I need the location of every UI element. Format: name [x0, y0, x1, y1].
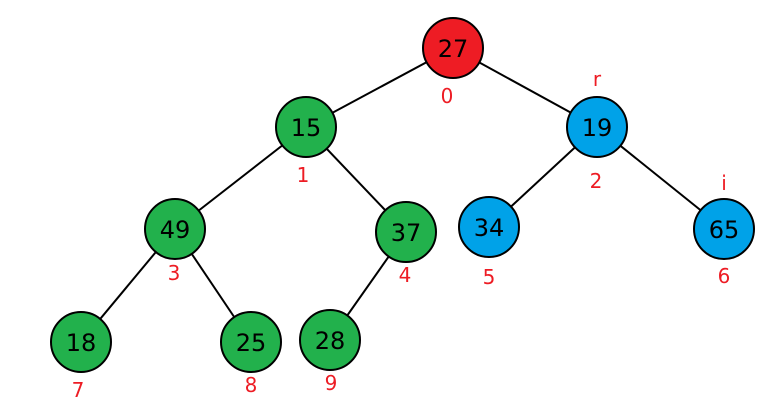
node-4: 37 4 [375, 201, 437, 287]
node-index-label: 0 [441, 84, 454, 108]
node-value: 27 [438, 35, 469, 63]
node-8: 25 8 [220, 311, 282, 397]
node-value: 25 [236, 329, 267, 357]
node-9: 28 9 [299, 309, 361, 395]
node-value: 28 [315, 327, 346, 355]
node-7: 18 7 [50, 311, 112, 402]
node-circle [220, 311, 282, 373]
node-index-label: 7 [72, 378, 85, 402]
node-index-label: 8 [245, 373, 258, 397]
node-circle [693, 198, 755, 260]
node-circle [275, 96, 337, 158]
node-index-label: 6 [718, 264, 731, 288]
node-3: 49 3 [144, 198, 206, 285]
node-circle [50, 311, 112, 373]
node-circle [458, 196, 520, 258]
node-index-label: 3 [168, 261, 181, 285]
node-circle [144, 198, 206, 260]
node-1: 15 1 [275, 96, 337, 187]
node-value: 34 [474, 214, 505, 242]
node-6: 65 6 i [693, 171, 755, 288]
node-value: 19 [582, 114, 613, 142]
node-index-label: 9 [325, 371, 338, 395]
edges-layer [80, 47, 725, 343]
node-0: 27 0 [422, 17, 484, 108]
node-value: 15 [291, 114, 322, 142]
node-value: 37 [391, 219, 422, 247]
node-value: 18 [66, 329, 97, 357]
node-2: 19 2 r [566, 67, 628, 193]
node-index-label: 5 [483, 265, 496, 289]
node-circle [299, 309, 361, 371]
node-circle [375, 201, 437, 263]
node-index-label: 2 [590, 169, 603, 193]
pointer-label-i: i [721, 171, 727, 195]
node-index-label: 1 [297, 163, 310, 187]
nodes-layer: 27 0 15 1 19 2 r 49 3 37 4 34 5 65 6 i 18 7 25 8 28 9 [50, 17, 755, 402]
node-5: 34 5 [458, 196, 520, 289]
node-index-label: 4 [399, 263, 412, 287]
node-value: 49 [160, 216, 191, 244]
node-value: 65 [709, 216, 740, 244]
pointer-label-r: r [593, 67, 602, 91]
node-circle [566, 96, 628, 158]
node-circle [422, 17, 484, 79]
